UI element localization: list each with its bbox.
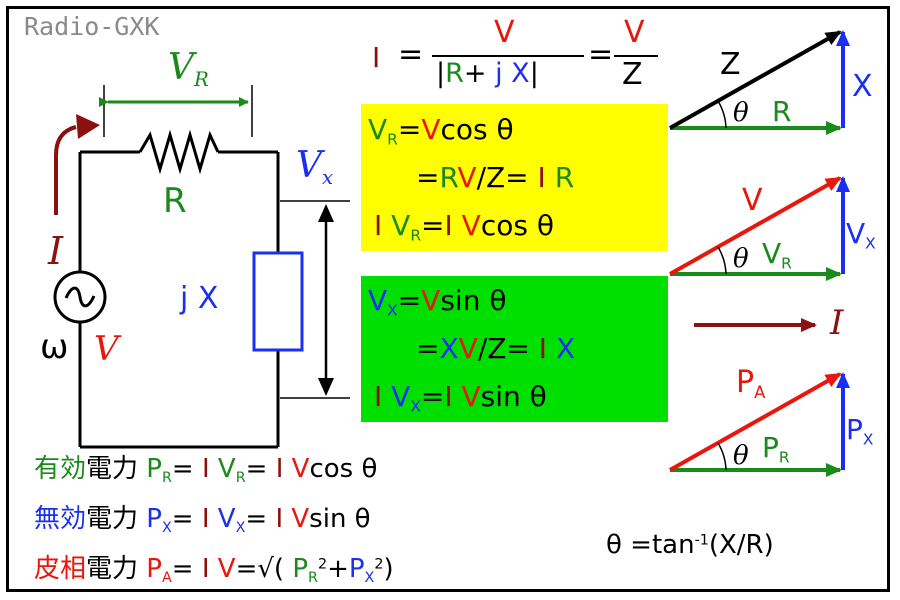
- omega-label: ω: [40, 327, 69, 367]
- current-loop-arrowhead: [76, 114, 100, 139]
- vector-pa: [669, 372, 842, 472]
- green-line-2: =XV/Z= I X: [416, 332, 576, 365]
- reactance-label: j X: [180, 281, 219, 316]
- resistor-label: R: [163, 181, 187, 221]
- green-box-bg: [361, 276, 668, 422]
- current-loop-arrow: [54, 125, 77, 215]
- watermark: Radio-GXK: [24, 12, 160, 41]
- theta-formula: θ =tan-1(X/R): [606, 530, 774, 560]
- resistor: [138, 129, 220, 175]
- vec2-vx-label: VX: [846, 217, 876, 253]
- vec1-theta: θ: [733, 98, 749, 128]
- green-line-3: I VX=I Vsin θ: [374, 380, 547, 416]
- sine-wave: [64, 286, 96, 308]
- source-voltage-label: V: [94, 329, 119, 369]
- vec2-v-label: V: [742, 183, 763, 218]
- vec3-px-label: PX: [846, 413, 874, 449]
- current-arrow-label: I: [830, 303, 844, 343]
- yellow-line-3: I VR=I Vcos θ: [374, 209, 554, 245]
- outer-frame: [6, 6, 890, 592]
- active-power-line: 有効電力 PR= I VR= I Vcos θ: [34, 454, 378, 486]
- vector-v: [669, 176, 842, 276]
- vec3-theta: θ: [733, 441, 749, 471]
- reactance-element: [252, 251, 304, 352]
- circuit-wires: [78, 150, 280, 449]
- vector-z: [669, 30, 842, 130]
- formula-den2: Z: [622, 57, 643, 92]
- green-line-1: VX=Vsin θ: [368, 284, 507, 320]
- formula-num: V: [494, 15, 515, 50]
- vr-label: VR: [168, 47, 209, 91]
- formula-current: I: [372, 41, 381, 74]
- vec1-r-label: R: [772, 95, 792, 128]
- vec2-vr-label: VR: [762, 237, 792, 273]
- vec2-theta: θ: [733, 244, 749, 274]
- yellow-box-bg: [361, 104, 668, 251]
- formula-eq2: =: [588, 37, 614, 72]
- yellow-line-1: VR=Vcos θ: [368, 113, 514, 149]
- reactive-power-line: 無効電力 PX= I VX= I Vsin θ: [34, 504, 371, 536]
- vec3-pa-label: PA: [736, 365, 766, 402]
- yellow-line-2: =RV/Z= I R: [416, 161, 575, 194]
- formula-eq1: =: [398, 37, 424, 72]
- vx-label: Vx: [296, 145, 334, 189]
- formula-den: |R+ j X|: [436, 58, 539, 89]
- vec3-pr-label: PR: [762, 431, 790, 467]
- vec1-z-label: Z: [720, 47, 741, 82]
- vec1-x-label: X: [852, 69, 873, 104]
- current-label: I: [48, 229, 64, 273]
- apparent-power-line: 皮相電力 PA= I V=√( PR2+PX2): [34, 554, 394, 586]
- formula-num2: V: [624, 15, 645, 50]
